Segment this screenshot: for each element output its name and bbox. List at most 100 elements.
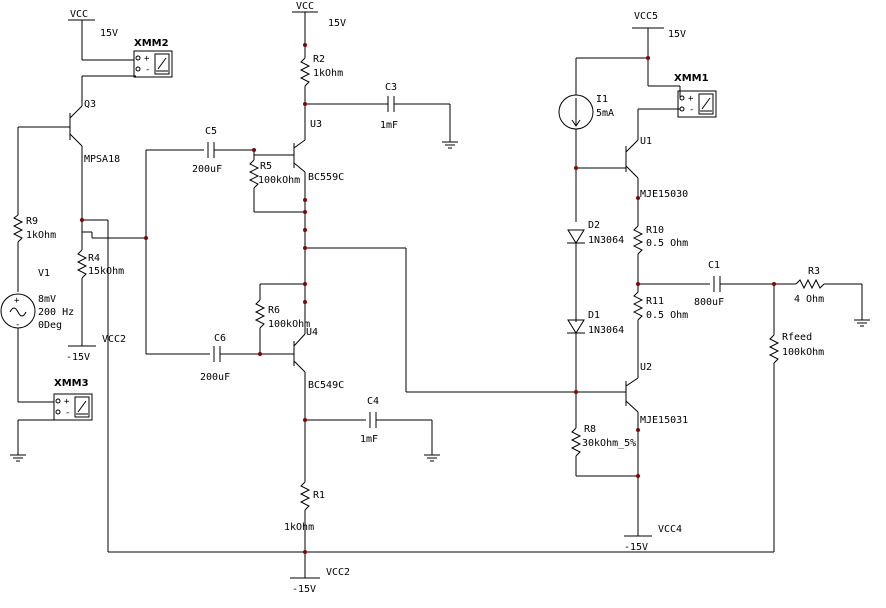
vcc2-bottom-label: VCC2 (326, 567, 350, 578)
bc549c-label: BC549C (308, 380, 344, 391)
i1-label: I1 (596, 94, 608, 105)
r5-value: 100kOhm (258, 175, 300, 186)
junction-u4-col (303, 300, 307, 304)
bc559c-label: BC559C (308, 172, 344, 183)
vcc4-label: VCC4 (658, 524, 682, 535)
junction-input (144, 236, 148, 240)
r3-resistor[interactable]: R3 4 Ohm (794, 266, 825, 305)
c4-label: C4 (367, 396, 379, 407)
r2-resistor[interactable]: R2 1kOhm (299, 54, 343, 87)
q3-label: Q3 (84, 99, 96, 110)
d2-label: D2 (588, 220, 600, 231)
v15-left-label: 15V (100, 28, 118, 39)
r8-resistor[interactable]: R8 30kOhm_5% (570, 424, 636, 457)
junction-feedback-top (772, 282, 776, 286)
v15-mid-label: 15V (328, 18, 346, 29)
xmm2-label: XMM2 (134, 38, 169, 49)
junction-c4 (303, 418, 307, 422)
d2-diode[interactable]: D2 1N3064 (567, 220, 624, 246)
junction-r5-top (252, 148, 256, 152)
u1-label: U1 (640, 136, 652, 147)
c6-capacitor[interactable]: C6 200uF (200, 333, 230, 383)
u1-transistor[interactable]: U1 MJE15030 (576, 136, 688, 200)
junction-r6-bottom (258, 352, 262, 356)
c3-capacitor[interactable]: C3 1mF (380, 82, 398, 131)
r10-resistor[interactable]: R10 0.5 Ohm (632, 225, 688, 255)
m15-bottom-label: -15V (292, 584, 316, 595)
v1-amplitude: 8mV (38, 294, 56, 305)
xmm3-label: XMM3 (54, 378, 89, 389)
i1-current-source[interactable]: I1 5mA (558, 94, 614, 130)
junction-q3-emitter (80, 218, 84, 222)
r1-value: 1kOhm (284, 522, 314, 533)
r9-resistor[interactable]: R9 1kOhm (12, 214, 56, 243)
r3-label: R3 (808, 266, 820, 277)
r9-label: R9 (26, 216, 38, 227)
vcc2-left-label: VCC2 (102, 334, 126, 345)
r4-resistor[interactable]: R4 15kOhm (76, 249, 124, 279)
v1-phase: 0Deg (38, 320, 62, 331)
u4-transistor[interactable]: U4 BC549C (293, 327, 344, 391)
r6-resistor[interactable]: R6 100kOhm (254, 299, 310, 330)
m15-right-label: -15V (624, 542, 648, 553)
rfeed-value: 100kOhm (782, 347, 824, 358)
xmm2-multimeter[interactable]: XMM2 (133, 38, 173, 78)
rfeed-label: Rfeed (782, 332, 812, 343)
c1-value: 800uF (694, 297, 724, 308)
vcc5-label: VCC5 (634, 11, 658, 22)
junction-r5-bottom (303, 210, 307, 214)
v1-frequency: 200 Hz (38, 307, 74, 318)
junction-mid-a (303, 228, 307, 232)
r10-label: R10 (646, 225, 664, 236)
c3-label: C3 (385, 82, 397, 93)
v1-minus: - (15, 320, 20, 330)
rfeed-resistor[interactable]: Rfeed 100kOhm (768, 332, 824, 364)
c6-label: C6 (214, 333, 226, 344)
junction-vcc-mid (303, 43, 307, 47)
r6-value: 100kOhm (268, 319, 310, 330)
junction-r6-top (303, 282, 307, 286)
r1-resistor[interactable]: R1 1kOhm (284, 481, 325, 533)
r11-label: R11 (646, 296, 664, 307)
r1-label: R1 (313, 490, 325, 501)
d2-value: 1N3064 (588, 235, 624, 246)
r2-label: R2 (313, 54, 325, 65)
v1-label: V1 (38, 268, 50, 279)
vcc-left-label: VCC (70, 9, 88, 20)
vcc-mid-label: VCC (296, 1, 314, 12)
r9-value: 1kOhm (26, 230, 56, 241)
junction-output-mid (303, 246, 307, 250)
q3-transistor[interactable]: Q3 MPSA18 (18, 76, 120, 165)
v1-plus: + (14, 296, 20, 306)
junction-c3 (303, 102, 307, 106)
mpsa18-label: MPSA18 (84, 154, 120, 165)
r11-resistor[interactable]: R11 0.5 Ohm (632, 291, 688, 321)
m15-left-label: -15V (66, 352, 90, 363)
junction-vcc5 (646, 56, 650, 60)
c3-value: 1mF (380, 120, 398, 131)
v1-ac-source[interactable]: + - V1 8mV 200 Hz 0Deg (0, 268, 74, 331)
u3-transistor[interactable]: U3 BC559C (254, 119, 344, 183)
junction-u2-base (574, 390, 578, 394)
c5-label: C5 (205, 126, 217, 137)
ground-c4 (423, 454, 441, 462)
u2-transistor[interactable]: U2 MJE15031 (625, 362, 688, 426)
ground-load (853, 319, 871, 327)
junction-u1-emitter (636, 196, 640, 200)
r8-value: 30kOhm_5% (582, 438, 636, 449)
xmm3-multimeter[interactable]: XMM3 (53, 378, 93, 421)
r5-resistor[interactable]: R5 100kOhm (248, 159, 300, 189)
c6-value: 200uF (200, 372, 230, 383)
xmm1-multimeter[interactable]: XMM1 (674, 73, 717, 118)
r4-value: 15kOhm (88, 266, 124, 277)
junction-feedback-bottom (303, 550, 307, 554)
v15-right-label: 15V (668, 29, 686, 40)
mje15030-label: MJE15030 (640, 189, 688, 200)
c5-value: 200uF (192, 164, 222, 175)
u2-label: U2 (640, 362, 652, 373)
r4-label: R4 (88, 253, 100, 264)
r10-value: 0.5 Ohm (646, 238, 688, 249)
r2-value: 1kOhm (313, 68, 343, 79)
mje15031-label: MJE15031 (640, 415, 688, 426)
